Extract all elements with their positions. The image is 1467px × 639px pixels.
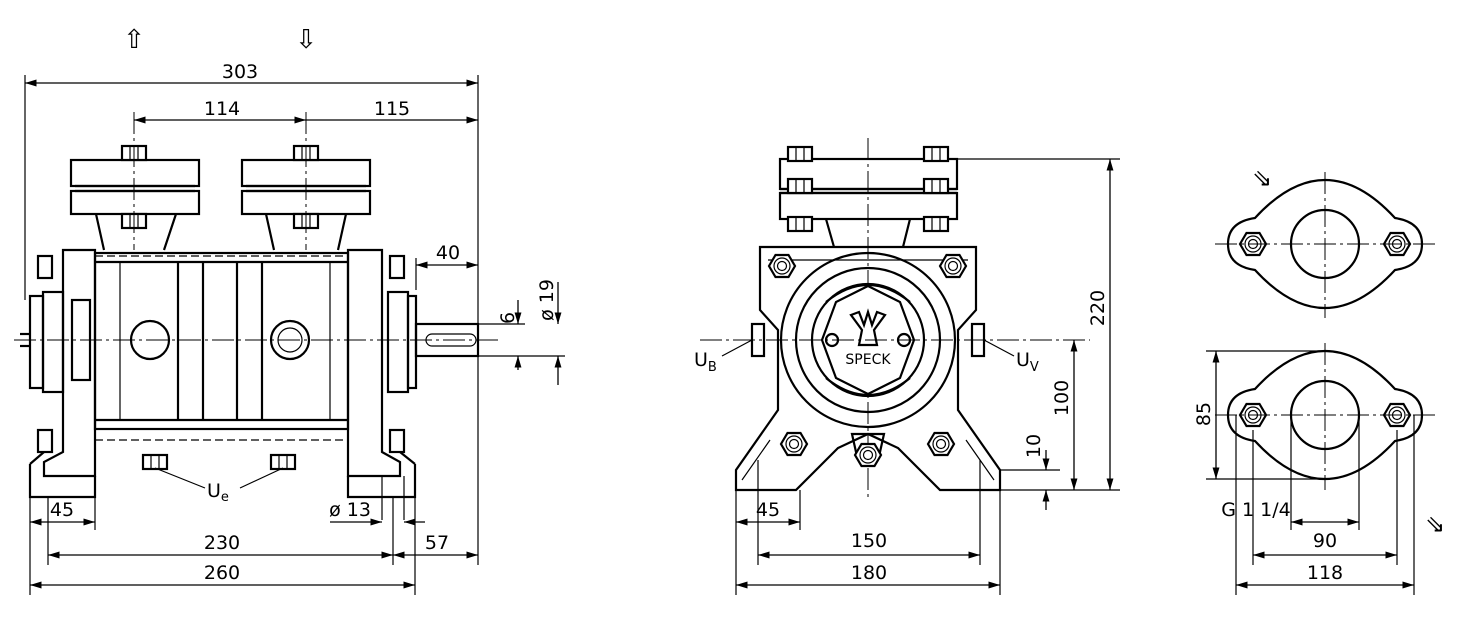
- dim-shaft-height: 100: [1051, 380, 1073, 416]
- dim-shaft-length: 40: [436, 242, 460, 264]
- dim-overall-length: 303: [222, 61, 258, 83]
- end-shield-left: [20, 248, 97, 499]
- label-ue: Ue: [207, 480, 229, 505]
- flange-outlet-arrow: ⇘: [1425, 510, 1445, 538]
- side-view: SPECK 220 100 10 45 150 180 UB: [694, 138, 1120, 595]
- flange-view: ⇘ ⇘ 85 G 1 1/4 90: [1193, 164, 1445, 595]
- dim-key-width: 6: [497, 312, 519, 324]
- dim-flange-thread: G 1 1/4: [1221, 499, 1290, 521]
- front-view: ⇧ ⇩: [14, 25, 565, 595]
- port-flange-right: [240, 112, 372, 251]
- dim-foot-spacing: 230: [204, 532, 240, 554]
- dim-foot-to-end: 45: [50, 499, 74, 521]
- end-shield-right: [346, 248, 418, 520]
- dim-foot-overhang: 57: [425, 532, 449, 554]
- flange-bottom: [1215, 343, 1435, 490]
- inlet-flow-arrow: ⇧: [123, 25, 145, 55]
- dim-foot-length: 260: [204, 562, 240, 584]
- dim-flange-height: 85: [1193, 402, 1215, 426]
- dim-bolt-hole: ø 13: [329, 499, 371, 521]
- dim-side-bolt-spacing: 150: [851, 530, 887, 552]
- dim-side-foot-width: 45: [756, 499, 780, 521]
- dim-shaft-diameter: ø 19: [536, 279, 558, 321]
- label-ub: UB: [694, 349, 717, 375]
- dim-port-spacing: 114: [204, 98, 240, 120]
- flange-top: [1215, 172, 1435, 318]
- flange-inlet-arrow: ⇘: [1252, 164, 1272, 192]
- dim-side-foot-span: 180: [851, 562, 887, 584]
- outlet-flow-arrow: ⇩: [295, 25, 317, 55]
- label-uv: UV: [1016, 349, 1039, 375]
- pump-body: [93, 251, 350, 441]
- speck-logo: SPECK: [845, 352, 891, 368]
- dim-flange-width: 118: [1307, 562, 1343, 584]
- dim-port-to-end: 115: [374, 98, 410, 120]
- front-dimensions: 303 114 115 40 6 ø 19 45 ø 13: [24, 61, 565, 595]
- dim-foot-thickness: 10: [1023, 434, 1045, 458]
- dim-flange-bolt-spacing: 90: [1313, 530, 1337, 552]
- dim-overall-height: 220: [1087, 290, 1109, 326]
- port-flange-left: [69, 112, 201, 251]
